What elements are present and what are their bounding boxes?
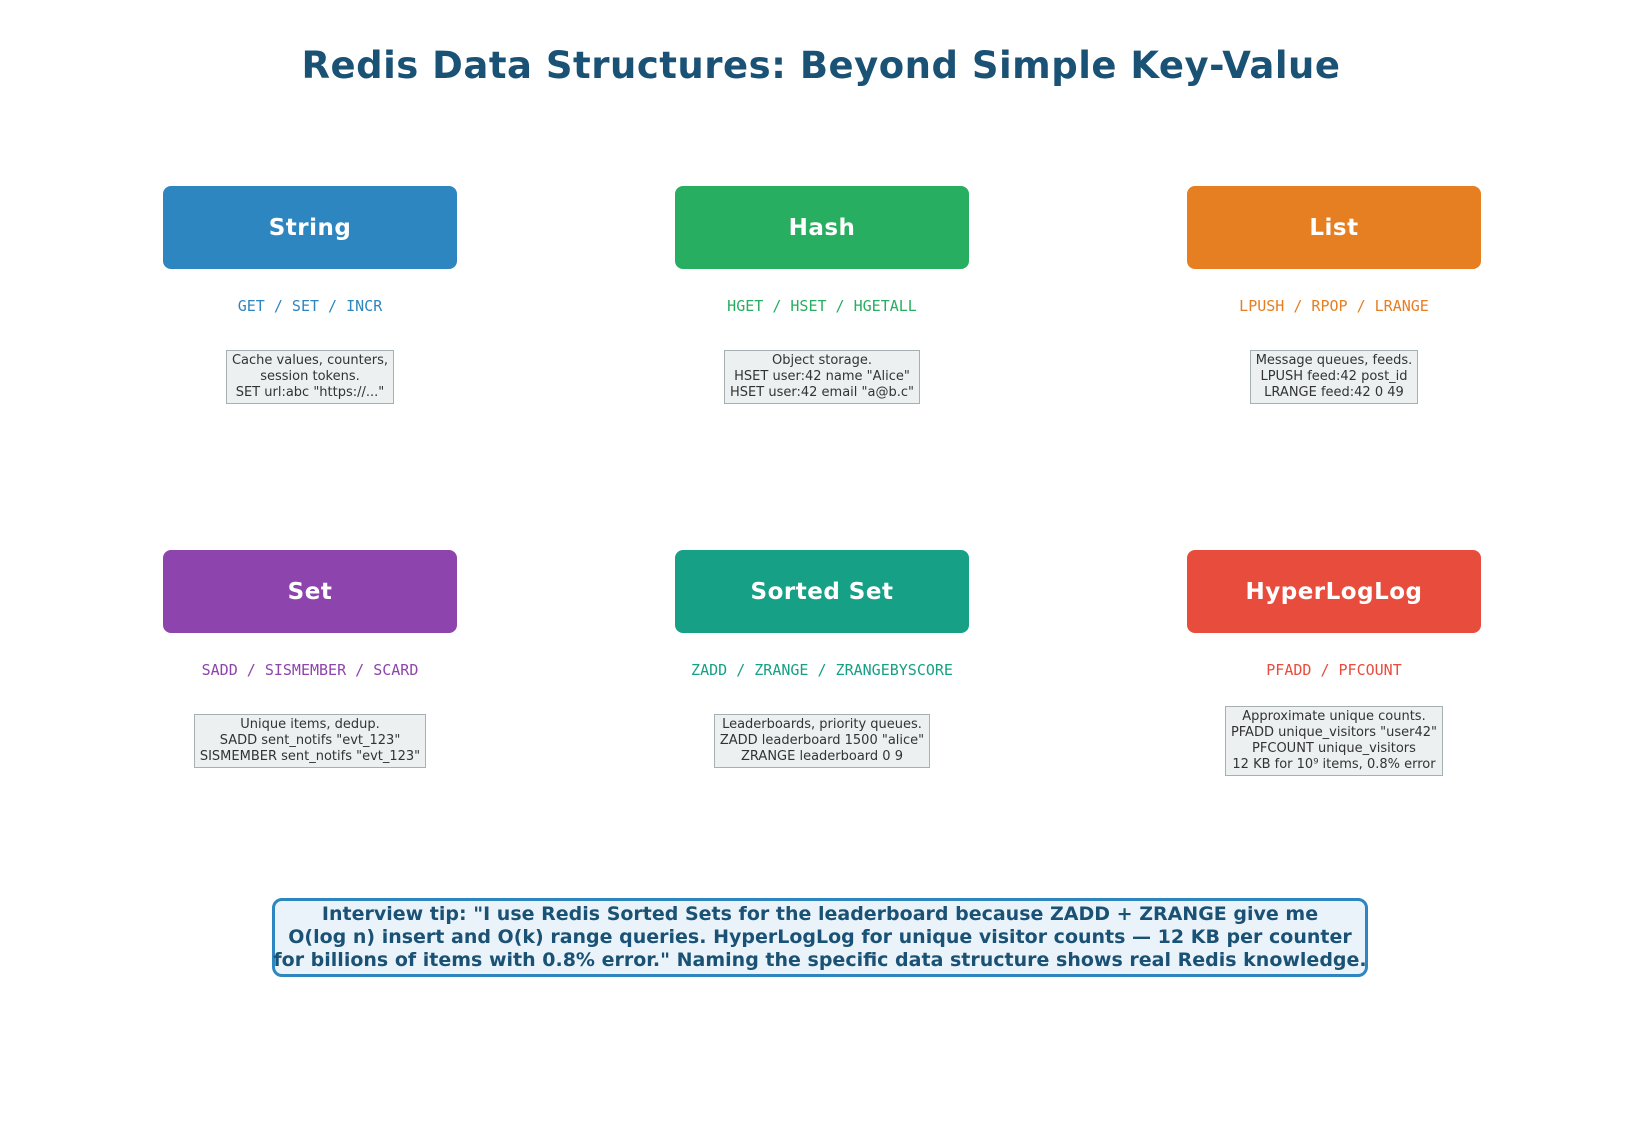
structure-commands: LPUSH / RPOP / LRANGE [1239,297,1429,315]
structure-header: Sorted Set [675,550,969,633]
structure-header: List [1187,186,1481,269]
text-line: Cache values, counters, [231,353,389,369]
structure-header: Hash [675,186,969,269]
structure-cell-hash: Hash HGET / HSET / HGETALL Object storag… [602,186,1042,496]
structure-cell-list: List LPUSH / RPOP / LRANGE Message queue… [1114,186,1554,496]
structure-name: String [268,214,352,241]
structure-cell-hyperloglog: HyperLogLog PFADD / PFCOUNT Approximate … [1114,550,1554,860]
text-line: Unique items, dedup. [240,717,380,733]
text-line: PFCOUNT unique_visitors [1252,741,1416,756]
text-line: LPUSH feed:42 post_id [1260,369,1408,385]
text-line: HSET user:42 email "a@b.c" [730,384,914,400]
structure-commands: PFADD / PFCOUNT [1266,661,1402,679]
text-line: PFADD unique_visitors "user42" [1230,725,1438,741]
text-line: 12 KB for 10⁹ items, 0.8% error [1232,756,1436,772]
structure-header: HyperLogLog [1187,550,1481,633]
text-line: HSET user:42 name "Alice" [734,369,910,385]
structure-commands: HGET / HSET / HGETALL [727,297,917,315]
page-title: Redis Data Structures: Beyond Simple Key… [301,44,1341,87]
text-line: SET url:abc "https://..." [235,384,385,400]
text-line: ZRANGE leaderboard 0 9 [741,748,903,764]
text-line: Object storage. [772,353,872,369]
structure-name: Sorted Set [750,578,894,605]
text-line: SADD sent_notifs "evt_123" [219,733,401,749]
structure-cell-set: Set SADD / SISMEMBER / SCARD Unique item… [90,550,530,860]
structure-commands: SADD / SISMEMBER / SCARD [201,661,419,679]
text-line: O(log n) insert and O(k) range queries. … [288,926,1352,948]
structure-name: Hash [788,214,856,241]
text-line: Interview tip: "I use Redis Sorted Sets … [321,903,1319,925]
structure-desc-area: Approximate unique counts.PFADD unique_v… [1114,699,1554,783]
text-line: ZADD leaderboard 1500 "alice" [719,733,925,749]
structure-commands: ZADD / ZRANGE / ZRANGEBYSCORE [691,661,953,679]
structure-desc-area: Cache values, counters,session tokens.SE… [90,335,530,419]
text-line: Message queues, feeds. [1255,353,1413,369]
structure-desc-box: Leaderboards, priority queues.ZADD leade… [713,714,931,768]
structure-desc-box: Cache values, counters,session tokens.SE… [225,350,395,404]
structure-desc-box: Approximate unique counts.PFADD unique_v… [1224,706,1444,776]
structure-desc-area: Leaderboards, priority queues.ZADD leade… [602,699,1042,783]
structure-desc-area: Unique items, dedup.SADD sent_notifs "ev… [90,699,530,783]
interview-tip-box: Interview tip: "I use Redis Sorted Sets … [272,898,1368,977]
structure-desc-box: Object storage.HSET user:42 name "Alice"… [724,350,920,404]
structure-commands: GET / SET / INCR [237,297,383,315]
text-line: Leaderboards, priority queues. [722,717,922,733]
text-line: Approximate unique counts. [1242,709,1426,725]
structure-desc-box: Message queues, feeds.LPUSH feed:42 post… [1249,350,1419,404]
structure-cell-string: String GET / SET / INCR Cache values, co… [90,186,530,496]
structure-desc-area: Message queues, feeds.LPUSH feed:42 post… [1114,335,1554,419]
text-line: LRANGE feed:42 0 49 [1264,384,1404,400]
text-line: for billions of items with 0.8% error." … [273,949,1367,971]
structure-header: Set [163,550,457,633]
text-line: session tokens. [260,369,360,385]
structure-cell-sorted-set: Sorted Set ZADD / ZRANGE / ZRANGEBYSCORE… [602,550,1042,860]
structure-name: Set [287,578,333,605]
structure-desc-box: Unique items, dedup.SADD sent_notifs "ev… [193,714,427,768]
structure-header: String [163,186,457,269]
structure-name: List [1309,214,1359,241]
structure-desc-area: Object storage.HSET user:42 name "Alice"… [602,335,1042,419]
text-line: SISMEMBER sent_notifs "evt_123" [199,748,421,764]
structure-name: HyperLogLog [1245,578,1423,605]
